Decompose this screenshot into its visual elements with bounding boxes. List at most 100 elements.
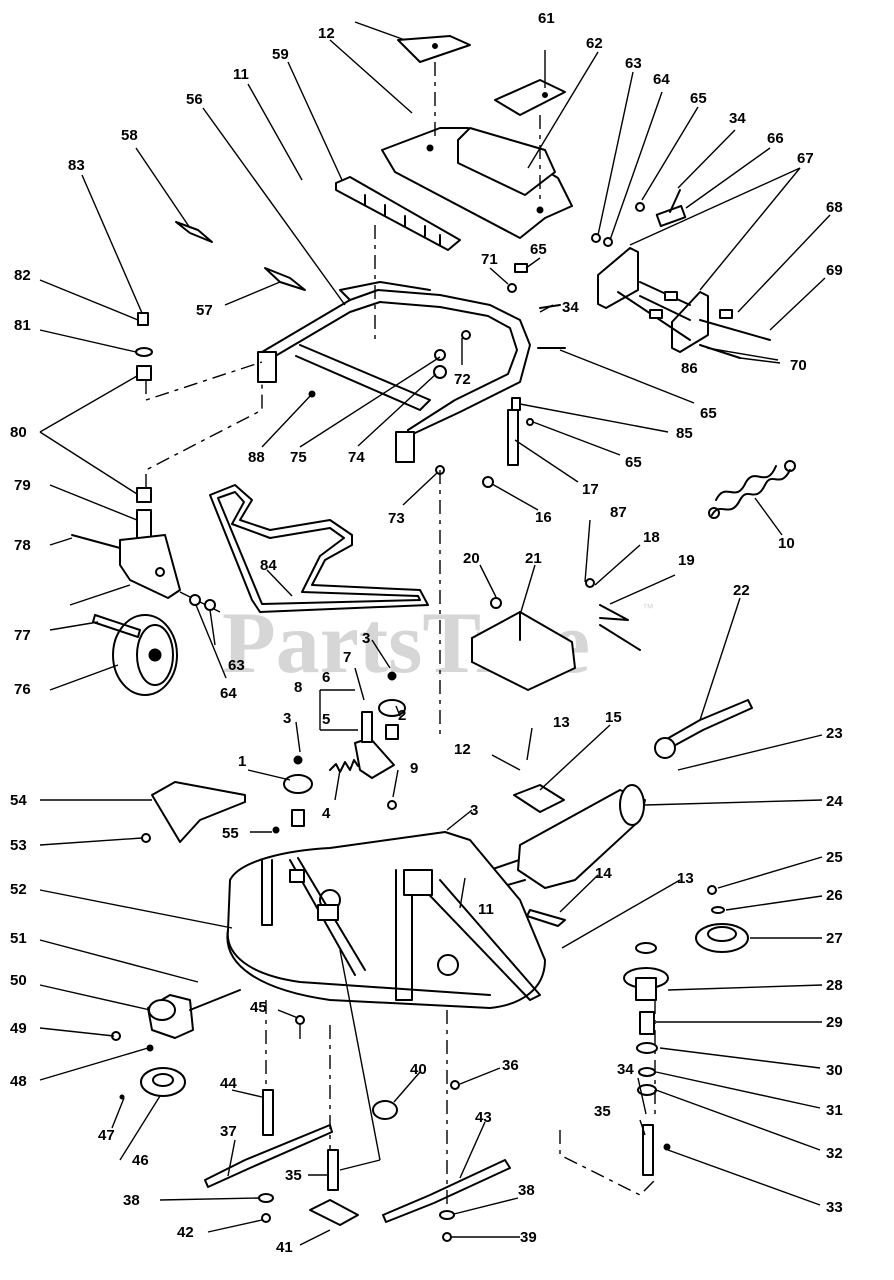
callout-label-17: 17 — [582, 481, 599, 498]
centerline — [145, 384, 263, 488]
callout-label-67: 67 — [797, 150, 814, 167]
callout-label-65: 65 — [700, 405, 717, 422]
bolt-36 — [450, 1080, 460, 1090]
callout-label-45: 45 — [250, 999, 267, 1016]
floor-pan-62 — [381, 127, 573, 239]
bearing-30 — [636, 1042, 658, 1054]
callout-label-63: 63 — [625, 55, 642, 72]
callout-label-50: 50 — [10, 972, 27, 989]
fasteners-upper — [308, 202, 645, 488]
callout-label-8: 8 — [294, 679, 302, 696]
callout-label-56: 56 — [186, 91, 203, 108]
pin-66 — [655, 189, 687, 228]
callout-label-38: 38 — [123, 1192, 140, 1209]
callout-label-28: 28 — [826, 977, 843, 994]
discharge-chute-24 — [517, 784, 646, 889]
callout-label-49: 49 — [10, 1020, 27, 1037]
pins-68-69-70 — [617, 281, 771, 359]
spring-10 — [708, 460, 796, 519]
mower-deck-52 — [226, 831, 546, 1009]
callout-label-83: 83 — [68, 157, 85, 174]
callout-label-59: 59 — [272, 46, 289, 63]
callout-label-54: 54 — [10, 792, 27, 809]
spindle-shaft-35-right — [642, 1124, 654, 1176]
bracket-19 — [599, 604, 641, 651]
callout-label-19: 19 — [678, 552, 695, 569]
hinge-bracket-59 — [335, 176, 461, 251]
callout-label-55: 55 — [222, 825, 239, 842]
callout-label-7: 7 — [343, 649, 351, 666]
callout-label-65: 65 — [690, 90, 707, 107]
bracket-21 — [471, 611, 576, 691]
callout-label-34: 34 — [562, 299, 579, 316]
callout-label-39: 39 — [520, 1229, 537, 1246]
callout-label-14: 14 — [595, 865, 612, 882]
callout-label-3: 3 — [470, 802, 478, 819]
idler-pulley-1 — [283, 755, 313, 827]
callout-label-75: 75 — [290, 449, 307, 466]
callout-label-65: 65 — [530, 241, 547, 258]
key-47 — [119, 1094, 125, 1100]
centerline — [559, 1130, 656, 1196]
callout-label-31: 31 — [826, 1102, 843, 1119]
callout-label-12: 12 — [454, 741, 471, 758]
callout-label-11: 11 — [233, 66, 249, 83]
callout-label-65: 65 — [625, 454, 642, 471]
bolt-42 — [261, 1213, 271, 1223]
callout-label-3: 3 — [362, 630, 370, 647]
caster-wheel-76 — [112, 614, 178, 696]
callout-label-43: 43 — [475, 1109, 492, 1126]
callout-label-11: 11 — [478, 901, 494, 918]
callout-label-84: 84 — [260, 557, 277, 574]
bracket-67-right — [671, 291, 709, 353]
drive-belt-84 — [209, 484, 429, 613]
callout-label-21: 21 — [525, 550, 542, 567]
callout-label-61: 61 — [538, 10, 555, 27]
nut-53 — [141, 833, 151, 843]
spring-4 — [329, 759, 359, 773]
bolt-9 — [387, 800, 397, 810]
callout-label-27: 27 — [826, 930, 843, 947]
bolt-20 — [490, 597, 502, 609]
callout-label-24: 24 — [826, 793, 843, 810]
leader-lines — [39, 21, 831, 1246]
spacer-29 — [639, 1011, 655, 1035]
callout-label-42: 42 — [177, 1224, 194, 1241]
callout-label-77: 77 — [14, 627, 31, 644]
callout-label-23: 23 — [826, 725, 843, 742]
callout-label-82: 82 — [14, 267, 31, 284]
callout-label-32: 32 — [826, 1145, 843, 1162]
callout-label-73: 73 — [388, 510, 405, 527]
key-33 — [663, 1143, 671, 1151]
callout-label-71: 71 — [481, 251, 498, 268]
callout-label-13: 13 — [553, 714, 570, 731]
callout-label-85: 85 — [676, 425, 693, 442]
bracket-67-left — [597, 247, 639, 309]
blade-37 — [204, 1124, 333, 1188]
bolt-78 — [71, 534, 121, 549]
callout-label-37: 37 — [220, 1123, 237, 1140]
callout-label-3: 3 — [283, 710, 291, 727]
callout-label-64: 64 — [653, 71, 670, 88]
gearbox-50 — [147, 989, 241, 1039]
callout-label-53: 53 — [10, 837, 27, 854]
callout-label-2: 2 — [398, 707, 406, 724]
bolt-39 — [442, 1232, 452, 1242]
spindle-shaft-35-center — [327, 1149, 339, 1191]
callout-label-16: 16 — [535, 509, 552, 526]
callout-label-35: 35 — [285, 1167, 302, 1184]
callout-label-62: 62 — [586, 35, 603, 52]
lift-frame-56 — [257, 281, 531, 463]
pulley-40 — [372, 1100, 398, 1120]
spindle-shaft-44 — [262, 1089, 274, 1136]
nut-63 — [204, 599, 216, 611]
plate-14 — [526, 909, 566, 927]
deflector-54 — [151, 781, 246, 843]
drive-pulley-46 — [140, 1067, 186, 1097]
callout-label-64: 64 — [220, 685, 237, 702]
callout-label-22: 22 — [733, 582, 750, 599]
callout-label-44: 44 — [220, 1075, 237, 1092]
spindle-pulley-27 — [695, 923, 749, 953]
callout-label-76: 76 — [14, 681, 31, 698]
callout-label-79: 79 — [14, 477, 31, 494]
